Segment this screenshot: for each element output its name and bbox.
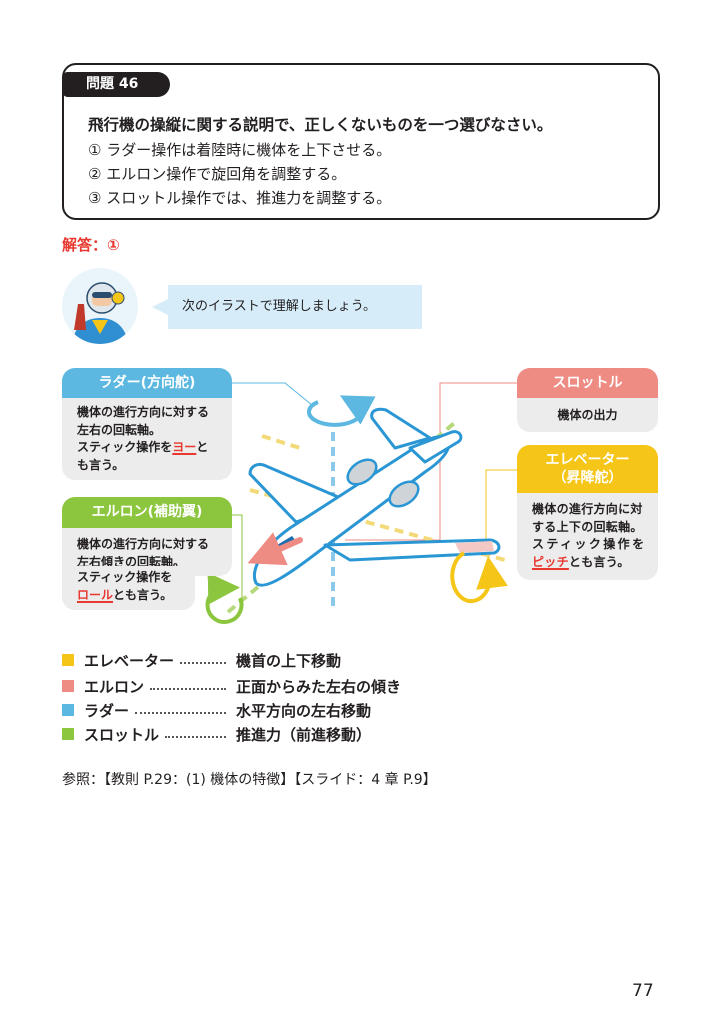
yaw-rotation-arrow [307, 395, 376, 427]
throttle-callout-header: スロットル [517, 368, 658, 398]
legend-item-rudder: ラダー 水平方向の左右移動 [62, 699, 371, 721]
rudder-term-yaw: ヨー [172, 440, 197, 454]
legend-dot-leader [150, 688, 226, 690]
legend-dot-leader [180, 662, 226, 664]
legend-label-group: エルロン [84, 676, 232, 697]
legend-swatch-throttle [62, 728, 74, 740]
question-option-3: ③ スロットル操作では、推進力を調整する。 [88, 189, 392, 207]
reference-note: 参照：【教則 P.29：(1) 機体の特徴】【スライド：4 章 P.9】 [62, 772, 437, 788]
aileron-term-suffix: とも言う。 [113, 587, 173, 602]
rudder-stick-prefix: スティック操作を [77, 440, 173, 454]
airplane-horizontal-stabilizer [408, 430, 463, 464]
character-visor [92, 292, 112, 298]
legend-dot-leader [135, 712, 226, 714]
elevator-term-suffix: とも言う。 [568, 554, 630, 569]
roll-axis-dashed-line [226, 418, 460, 614]
question-number-tag: 問題 46 [62, 72, 170, 97]
question-option-2: ② エルロン操作で旋回角を調整する。 [88, 165, 347, 183]
speech-bubble-text: 次のイラストで理解しましょう。 [182, 299, 376, 314]
pitch-axis-dashed-line-upper [261, 434, 301, 450]
aileron-text-line-1: 機体の進行方向に対する [77, 537, 210, 551]
aileron-term-line: ロールとも言う。 [77, 587, 195, 605]
question-box [62, 63, 660, 220]
rudder-text-line-2: 左右の回転軸。 [77, 422, 162, 437]
rudder-text-line-1: 機体の進行方向に対する [77, 405, 210, 419]
aileron-connector-line [232, 514, 243, 604]
rudder-connector-line [232, 382, 313, 406]
legend-label: エレベーター [84, 651, 175, 670]
elevator-callout-header: エレベーター （昇降舵） [517, 445, 658, 493]
elevator-text-line-2: する上下の回転軸。 [532, 519, 643, 534]
question-option-1: ① ラダー操作は着陸時に機体を上下させる。 [88, 141, 392, 159]
legend-item-throttle: スロットル 推進力（前進移動） [62, 723, 371, 745]
elevator-subtitle: （昇降舵） [552, 470, 623, 486]
legend-swatch-aileron [62, 680, 74, 692]
legend-swatch-elevator [62, 654, 74, 666]
legend-label: エルロン [84, 677, 145, 696]
legend-value: 水平方向の左右移動 [236, 701, 372, 720]
legend-label: スロットル [84, 725, 160, 744]
guide-character-illustration [62, 268, 138, 344]
character-headset-ear [111, 291, 125, 305]
aileron-text-line-2: 左右傾きの回転軸。 [77, 554, 186, 569]
aileron-stick-text: スティック操作を [77, 570, 173, 584]
page-number: 77 [632, 981, 654, 1001]
airplane-engine-left [346, 458, 378, 486]
elevator-term-line: ピッチとも言う。 [532, 554, 658, 572]
rudder-stick-suffix: と [196, 440, 209, 454]
legend-label-group: スロットル [84, 724, 232, 745]
airplane-wing-tip-shading [455, 541, 494, 553]
elevator-text-line-1: 機体の進行方向に対 [532, 502, 643, 516]
elevator-callout-body: 機体の進行方向に対 する上下の回転軸。 スティック操作を ピッチとも言う。 [517, 493, 658, 580]
legend-label-group: エレベーター [84, 650, 232, 671]
airplane-cockpit-window [272, 536, 296, 553]
legend-label: ラダー [84, 701, 130, 720]
elevator-connector-line [485, 469, 517, 552]
legend-item-elevator: エレベーター 機首の上下移動 [62, 649, 341, 671]
airplane-fuselage [253, 435, 451, 587]
rudder-text-line-4: も言う。 [77, 457, 125, 472]
character-raised-arm [74, 304, 86, 330]
throttle-callout-body: 機体の出力 [517, 398, 658, 432]
aileron-callout-note: スティック操作を ロールとも言う。 [62, 566, 195, 610]
airplane-vertical-fin [370, 407, 432, 450]
aileron-term-roll: ロール [77, 587, 114, 602]
pitch-rotation-arrow [450, 551, 508, 604]
legend-swatch-rudder [62, 704, 74, 716]
airplane-near-wing [323, 538, 501, 562]
legend-dot-leader [165, 736, 226, 738]
rudder-callout-header: ラダー(方向舵) [62, 368, 232, 398]
legend-value: 推進力（前進移動） [236, 725, 372, 744]
legend-value: 正面からみた左右の傾き [236, 677, 402, 696]
pitch-axis-dashed-line [249, 488, 506, 562]
legend-value: 機首の上下移動 [236, 651, 342, 670]
character-collar [92, 320, 108, 334]
aileron-callout-header: エルロン(補助翼) [62, 497, 232, 528]
rudder-callout-body: 機体の進行方向に対する 左右の回転軸。 スティック操作をヨーと も言う。 [62, 398, 232, 480]
airplane-engine-right [388, 480, 420, 508]
airplane-far-wing [248, 462, 354, 524]
question-prompt: 飛行機の操縦に関する説明で、正しくないものを一つ選びなさい。 [88, 116, 553, 134]
throttle-connector-line [345, 382, 517, 541]
forward-direction-arrow [247, 532, 303, 566]
roll-rotation-arrow [205, 572, 244, 624]
guide-character-avatar [62, 268, 138, 344]
answer-label: 解答：① [62, 236, 120, 254]
elevator-stick-text: スティック操作を [532, 537, 647, 551]
legend-item-aileron: エルロン 正面からみた左右の傾き [62, 675, 401, 697]
elevator-term-pitch: ピッチ [532, 554, 569, 569]
legend-label-group: ラダー [84, 700, 232, 721]
speech-bubble: 次のイラストで理解しましょう。 [152, 285, 422, 329]
rudder-text-line-3: スティック操作をヨーと [77, 439, 232, 457]
elevator-title: エレベーター [545, 452, 630, 468]
